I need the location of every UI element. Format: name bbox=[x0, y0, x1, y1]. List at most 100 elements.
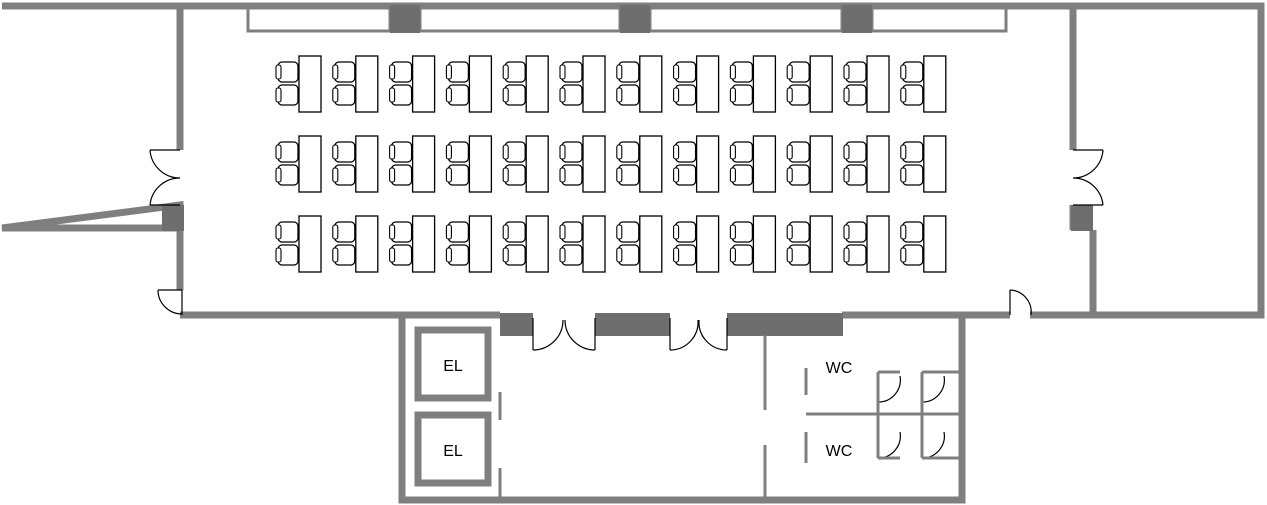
desk-unit bbox=[786, 55, 833, 113]
chair-back bbox=[616, 167, 623, 183]
chair-back bbox=[843, 167, 850, 183]
desk bbox=[525, 135, 549, 193]
chair-back bbox=[559, 87, 566, 103]
chair-back bbox=[673, 87, 680, 103]
chair-back bbox=[616, 64, 623, 80]
chair-back bbox=[900, 167, 907, 183]
desk bbox=[582, 135, 606, 193]
chair-back bbox=[843, 87, 850, 103]
chair-back bbox=[502, 64, 509, 80]
chair-back bbox=[729, 224, 736, 240]
chair-back bbox=[445, 247, 452, 263]
desk-unit bbox=[559, 55, 606, 113]
chair-back bbox=[786, 167, 793, 183]
chair-back bbox=[389, 247, 396, 263]
restroom-label-1: WC bbox=[826, 360, 853, 377]
desk bbox=[752, 135, 777, 193]
desk-unit bbox=[502, 215, 549, 273]
chair-back bbox=[786, 247, 793, 263]
desk-unit bbox=[332, 215, 379, 273]
partitions bbox=[498, 335, 962, 498]
chair-back bbox=[843, 64, 850, 80]
desk bbox=[923, 215, 947, 273]
desk bbox=[468, 55, 493, 113]
door-stall bbox=[877, 372, 901, 403]
desk-unit bbox=[900, 215, 947, 273]
chair-back bbox=[502, 247, 509, 263]
desk bbox=[355, 135, 379, 193]
chair-back bbox=[616, 224, 623, 240]
chair-back bbox=[786, 87, 793, 103]
chair-back bbox=[445, 144, 452, 160]
desk-unit bbox=[786, 135, 833, 193]
desk bbox=[695, 215, 720, 273]
chair-back bbox=[729, 87, 736, 103]
desk-unit bbox=[729, 215, 777, 273]
desk-unit bbox=[616, 215, 663, 273]
desk-unit bbox=[502, 135, 549, 193]
chair-back bbox=[389, 167, 396, 183]
partition bbox=[878, 370, 944, 460]
chair-back bbox=[389, 87, 396, 103]
elevator-label-1: EL bbox=[443, 358, 463, 375]
chair-back bbox=[673, 64, 680, 80]
pillar bbox=[620, 5, 650, 33]
chair-back bbox=[900, 87, 907, 103]
chair-back bbox=[673, 224, 680, 240]
desk-unit bbox=[729, 55, 777, 113]
desk-unit bbox=[673, 55, 720, 113]
desk-unit bbox=[843, 135, 890, 193]
elevator-label-2: EL bbox=[443, 443, 463, 460]
desk-unit bbox=[445, 135, 493, 193]
chair-back bbox=[275, 247, 282, 263]
chair-back bbox=[900, 64, 907, 80]
desk bbox=[639, 55, 663, 113]
desk bbox=[809, 215, 833, 273]
desk-unit bbox=[332, 135, 379, 193]
desk-unit bbox=[843, 55, 890, 113]
chair-back bbox=[616, 144, 623, 160]
desk bbox=[468, 215, 493, 273]
desk-unit bbox=[729, 135, 777, 193]
desk-unit bbox=[900, 135, 947, 193]
door-left-corner bbox=[157, 289, 183, 315]
chair-back bbox=[332, 247, 339, 263]
desk bbox=[411, 215, 436, 273]
desk bbox=[923, 55, 947, 113]
desk bbox=[639, 215, 663, 273]
desk bbox=[752, 55, 777, 113]
desk-unit bbox=[900, 55, 947, 113]
desk bbox=[355, 215, 379, 273]
chair-back bbox=[332, 144, 339, 160]
desk-unit bbox=[616, 55, 663, 113]
chair-back bbox=[559, 64, 566, 80]
chair-back bbox=[389, 64, 396, 80]
pillar bbox=[162, 205, 184, 231]
chair-back bbox=[332, 87, 339, 103]
door-lobby-2 bbox=[669, 318, 728, 351]
pillar bbox=[727, 313, 843, 336]
window-4 bbox=[870, 6, 1008, 33]
chair-back bbox=[729, 167, 736, 183]
door-right-corner bbox=[1009, 289, 1032, 316]
desk bbox=[582, 55, 606, 113]
chair-back bbox=[445, 167, 452, 183]
chair-back bbox=[502, 87, 509, 103]
chair-back bbox=[729, 144, 736, 160]
chair-back bbox=[559, 144, 566, 160]
chair-back bbox=[389, 144, 396, 160]
pillars bbox=[162, 5, 1093, 336]
pillar bbox=[1071, 205, 1093, 231]
window-2 bbox=[418, 6, 622, 33]
desk-unit bbox=[502, 55, 549, 113]
door-right-hall bbox=[1072, 149, 1104, 206]
chair-back bbox=[332, 64, 339, 80]
desk-unit bbox=[389, 135, 436, 193]
chair-back bbox=[900, 144, 907, 160]
chair-back bbox=[900, 247, 907, 263]
chair-back bbox=[445, 87, 452, 103]
desk bbox=[866, 215, 890, 273]
desk-unit bbox=[786, 215, 833, 273]
chair-back bbox=[786, 64, 793, 80]
